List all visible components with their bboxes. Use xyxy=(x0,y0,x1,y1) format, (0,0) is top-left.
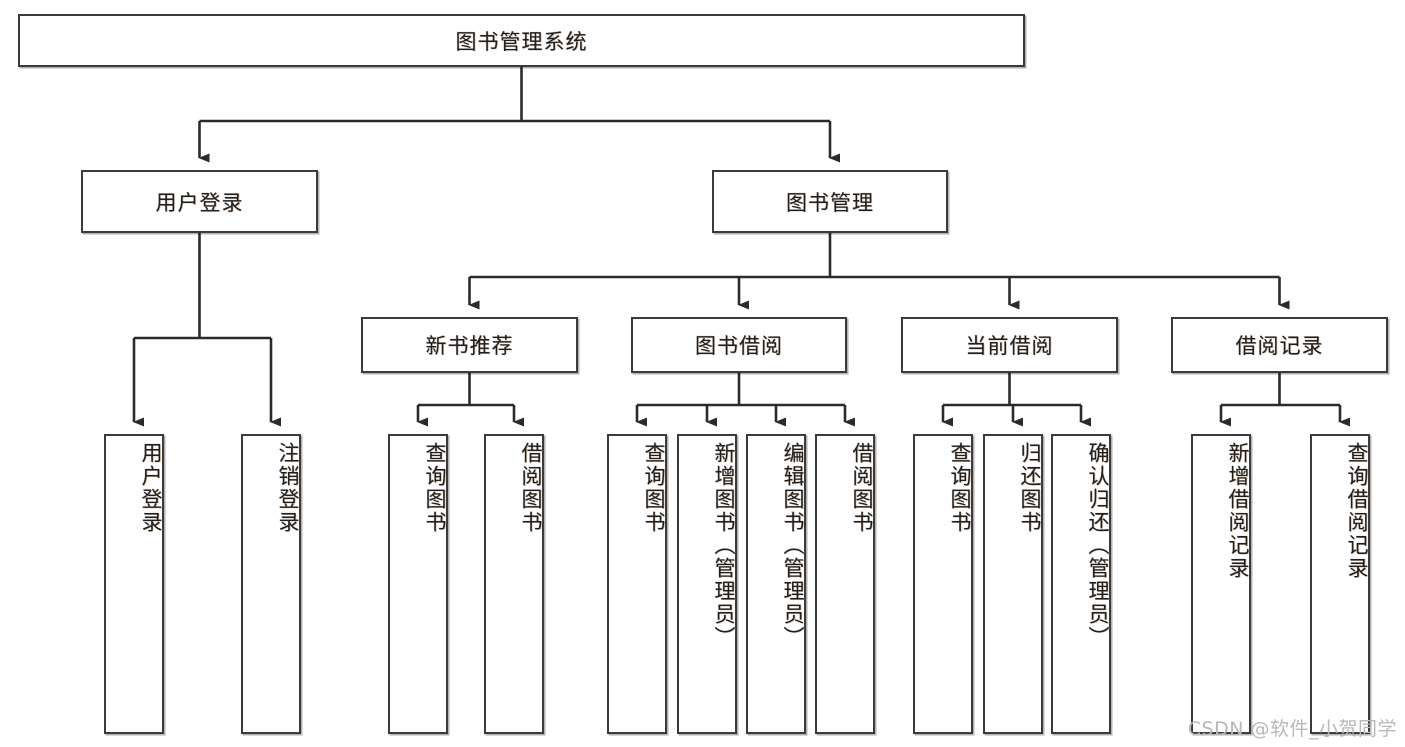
node-label-borrow: 图书借阅 xyxy=(695,334,783,358)
node-leaf-bor-4[interactable]: 借阅图书 xyxy=(815,434,875,734)
node-leaf-bor-1[interactable]: 查询图书 xyxy=(607,434,667,734)
node-label-leaf-bor-3: 编辑图书（管理员） xyxy=(781,442,805,649)
node-label-leaf-bor-1: 查询图书 xyxy=(642,442,666,534)
node-label-leaf-rec-2: 查询借阅记录 xyxy=(1345,442,1369,580)
node-leaf-cur-3[interactable]: 确认归还（管理员） xyxy=(1051,434,1111,734)
node-label-leaf-bor-4: 借阅图书 xyxy=(850,442,874,534)
node-leaf-rec-2[interactable]: 查询借阅记录 xyxy=(1310,434,1370,734)
node-label-login: 用户登录 xyxy=(155,190,244,215)
node-label-leaf-rec-1: 新增借阅记录 xyxy=(1226,442,1250,580)
node-bookmgmt[interactable]: 图书管理 xyxy=(712,170,948,233)
node-newbook[interactable]: 新书推荐 xyxy=(361,317,578,373)
node-leaf-new-1[interactable]: 查询图书 xyxy=(388,434,448,734)
node-leaf-new-2[interactable]: 借阅图书 xyxy=(484,434,544,734)
node-label-root: 图书管理系统 xyxy=(455,29,588,54)
node-label-bookmgmt: 图书管理 xyxy=(786,190,874,215)
watermark-text: CSDN @软件_小贺同学 xyxy=(1187,718,1397,740)
node-leaf-bor-3[interactable]: 编辑图书（管理员） xyxy=(746,434,806,734)
node-leaf-login-1[interactable]: 用户登录 xyxy=(104,434,164,734)
node-label-leaf-cur-3: 确认归还（管理员） xyxy=(1086,442,1110,649)
node-leaf-bor-2[interactable]: 新增图书（管理员） xyxy=(677,434,737,734)
node-label-newbook: 新书推荐 xyxy=(425,334,514,358)
node-leaf-cur-2[interactable]: 归还图书 xyxy=(983,434,1043,734)
node-label-leaf-cur-2: 归还图书 xyxy=(1018,442,1042,534)
node-login[interactable]: 用户登录 xyxy=(81,170,318,233)
node-leaf-login-2[interactable]: 注销登录 xyxy=(241,434,301,734)
node-label-leaf-cur-1: 查询图书 xyxy=(948,442,972,534)
node-leaf-cur-1[interactable]: 查询图书 xyxy=(913,434,973,734)
node-label-leaf-login-2: 注销登录 xyxy=(276,442,300,534)
node-current[interactable]: 当前借阅 xyxy=(901,317,1118,373)
node-label-records: 借阅记录 xyxy=(1235,334,1324,358)
node-label-leaf-bor-2: 新增图书（管理员） xyxy=(712,442,736,649)
node-label-leaf-new-2: 借阅图书 xyxy=(519,442,543,534)
node-root[interactable]: 图书管理系统 xyxy=(18,14,1025,67)
node-label-leaf-login-1: 用户登录 xyxy=(139,442,163,534)
node-label-leaf-new-1: 查询图书 xyxy=(423,442,447,534)
node-label-current: 当前借阅 xyxy=(965,334,1054,358)
node-borrow[interactable]: 图书借阅 xyxy=(631,317,847,373)
node-records[interactable]: 借阅记录 xyxy=(1171,317,1388,373)
node-leaf-rec-1[interactable]: 新增借阅记录 xyxy=(1191,434,1251,734)
